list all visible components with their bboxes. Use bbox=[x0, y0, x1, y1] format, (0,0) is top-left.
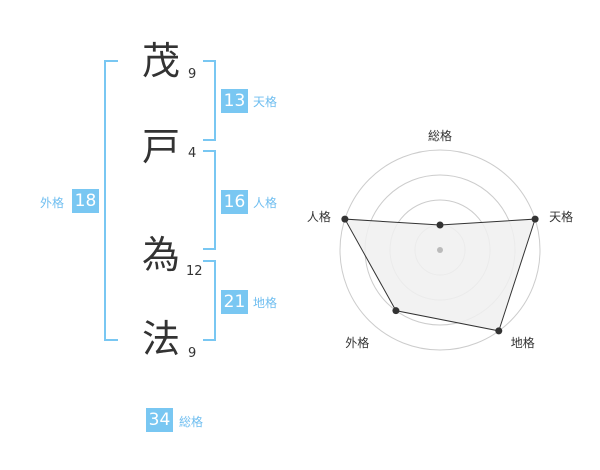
radar-axis-label-1: 総格 bbox=[428, 128, 452, 143]
gaikaku-label: 外格 bbox=[40, 196, 65, 210]
radar-point-3 bbox=[495, 327, 503, 335]
chikaku-value: 21 bbox=[221, 290, 248, 314]
radar-axis-label-3: 地格 bbox=[511, 335, 535, 350]
name-char-4: 法 bbox=[142, 317, 181, 361]
chikaku-bracket bbox=[203, 260, 216, 341]
radar-grid-ring-4 bbox=[339, 149, 541, 351]
chikaku-label: 地格 bbox=[253, 296, 278, 310]
gaikaku-bracket bbox=[104, 60, 118, 341]
radar-point-2 bbox=[531, 215, 539, 223]
radar-axis-label-2: 天格 bbox=[549, 209, 573, 224]
stroke-count-1: 9 bbox=[188, 67, 197, 82]
name-char-3: 為 bbox=[142, 233, 181, 277]
radar-axis-label-5: 人格 bbox=[307, 209, 331, 224]
radar-point-4 bbox=[392, 307, 400, 315]
stroke-count-2: 4 bbox=[188, 146, 197, 161]
gaikaku-value: 18 bbox=[72, 189, 99, 213]
radar-data-polygon bbox=[344, 218, 536, 332]
radar-center-dot bbox=[437, 247, 443, 253]
jinkaku-value: 16 bbox=[221, 190, 248, 214]
jinkaku-bracket bbox=[203, 150, 216, 250]
stroke-count-4: 9 bbox=[188, 346, 197, 361]
radar-point-5 bbox=[341, 215, 349, 223]
radar-point-1 bbox=[436, 221, 444, 229]
name-char-2: 戸 bbox=[142, 125, 181, 169]
tenkaku-label: 天格 bbox=[253, 95, 278, 109]
name-char-1: 茂 bbox=[142, 39, 181, 83]
soukaku-label: 総格 bbox=[179, 415, 204, 429]
jinkaku-label: 人格 bbox=[253, 196, 278, 210]
soukaku-value: 34 bbox=[146, 408, 173, 432]
stroke-count-3: 12 bbox=[186, 264, 203, 279]
radar-axis-label-4: 外格 bbox=[345, 335, 369, 350]
tenkaku-value: 13 bbox=[221, 89, 248, 113]
tenkaku-bracket bbox=[203, 60, 216, 141]
